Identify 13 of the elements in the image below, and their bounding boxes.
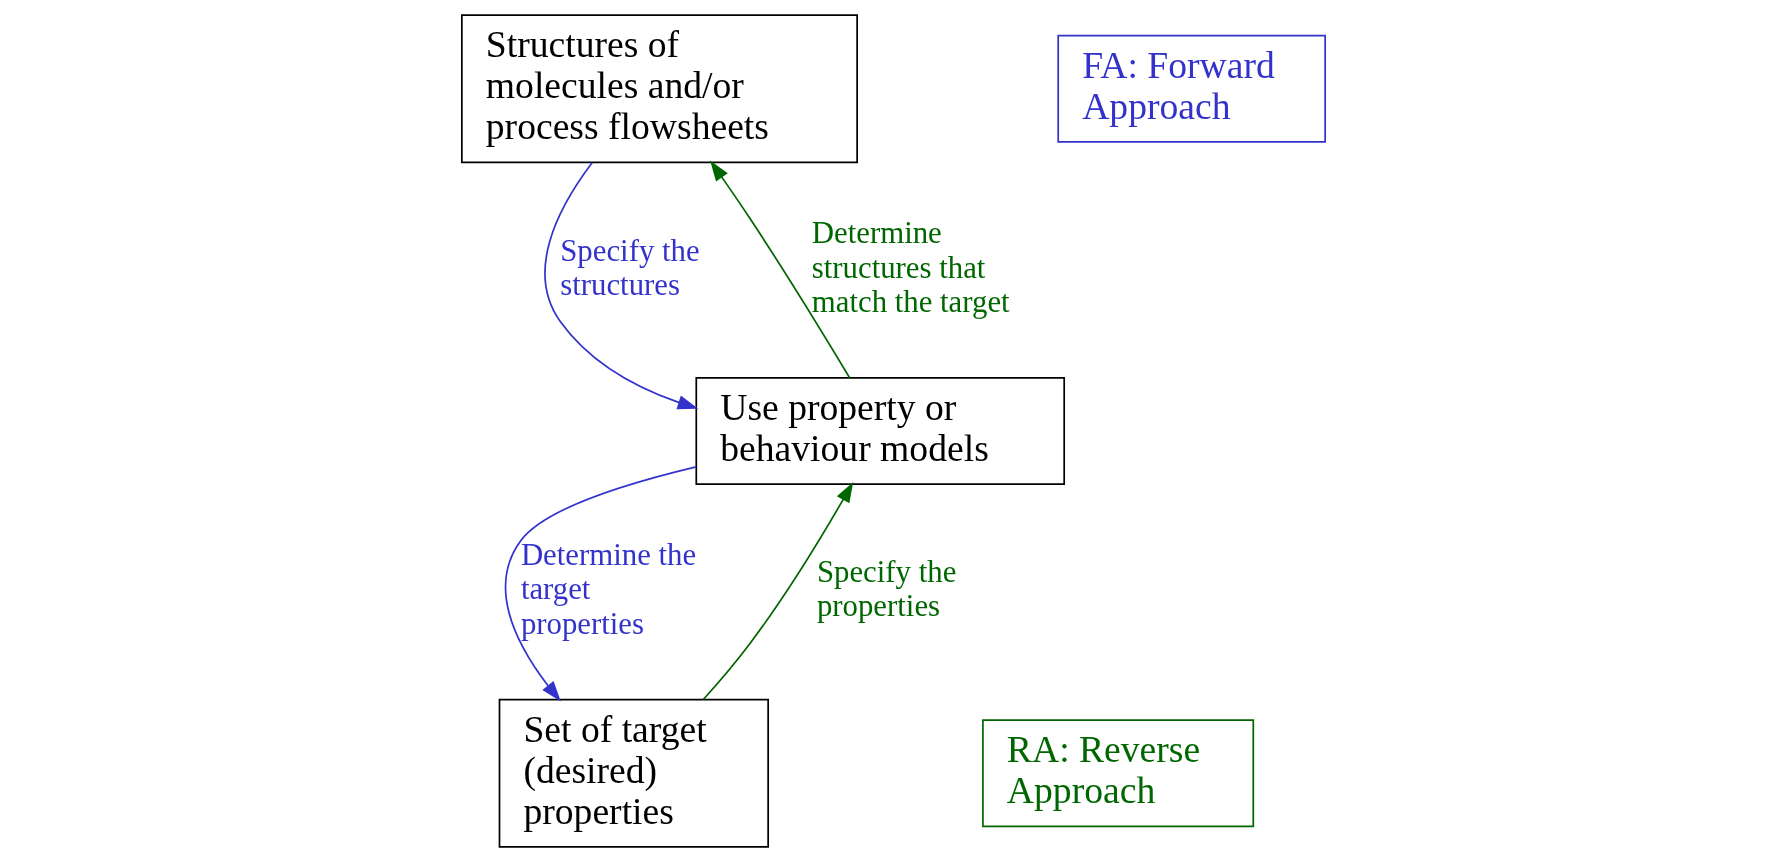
arrow [504,466,697,702]
node-box: RA: Reverse Approach [982,719,1255,828]
node-box: FA: Forward Approach [1057,34,1326,143]
node-box: Structures of molecules and/or process flowsheets [461,14,858,164]
node-box: Set of target (desired) properties [498,698,769,848]
edge-label: Specify the structures [560,233,700,302]
edge-label: Determine the target properties [520,538,697,641]
node-box: Use property or behaviour models [695,377,1066,485]
edge-label: Determine structures that match the target [811,216,1010,319]
edge-label: Specify the properties [816,555,957,624]
arrow [544,162,699,410]
arrow [702,481,854,701]
arrow [710,160,851,379]
